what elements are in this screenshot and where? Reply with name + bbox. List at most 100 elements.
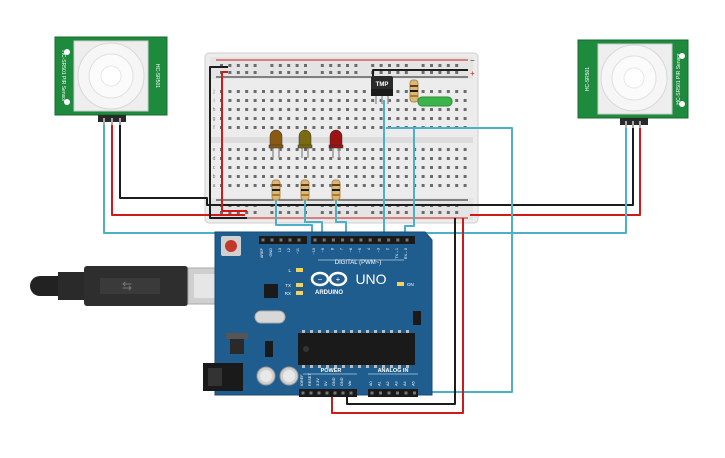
breadboard-hole — [446, 90, 450, 93]
header-pin[interactable] — [331, 238, 335, 242]
header-pin[interactable] — [387, 238, 391, 242]
header-pin[interactable] — [350, 238, 354, 242]
pir-right-header: HC-SR501 — [585, 67, 591, 91]
breadboard-hole — [295, 148, 299, 151]
breadboard-hole — [446, 184, 450, 187]
breadboard-hole — [396, 157, 400, 160]
breadboard-hole — [262, 184, 265, 187]
breadboard-hole — [463, 108, 467, 111]
breadboard-hole — [388, 148, 391, 151]
header-pin[interactable] — [322, 238, 326, 242]
pin-label: RESET — [308, 373, 312, 386]
breadboard-hole — [438, 175, 442, 178]
breadboard-hole — [253, 126, 257, 129]
breadboard-hole — [346, 117, 349, 120]
rail-hole — [320, 71, 324, 74]
breadboard-hole — [329, 117, 333, 120]
header-pin[interactable] — [333, 391, 337, 395]
breadboard-hole — [455, 108, 459, 111]
header-pin[interactable] — [387, 391, 391, 395]
breadboard-hole — [404, 148, 408, 151]
rail-hole — [346, 64, 349, 67]
rail-hole — [455, 211, 459, 214]
breadboard-hole — [362, 99, 366, 102]
breadboard-hole — [245, 148, 249, 151]
breadboard-hole — [421, 108, 425, 111]
breadboard-hole — [430, 175, 433, 178]
breadboard-hole — [463, 166, 467, 169]
header-pin[interactable] — [349, 391, 353, 395]
breadboard-hole — [463, 117, 467, 120]
pin-label: Vin — [348, 381, 352, 386]
rail-hole — [295, 64, 299, 67]
breadboard-hole — [304, 126, 307, 129]
header-pin[interactable] — [341, 238, 345, 242]
header-pin[interactable] — [359, 238, 363, 242]
header-pin[interactable] — [279, 238, 283, 242]
breadboard-hole — [287, 117, 291, 120]
pin-label: GND — [340, 377, 344, 386]
header-pin[interactable] — [377, 238, 381, 242]
breadboard-hole — [346, 175, 349, 178]
header-pin[interactable] — [309, 391, 313, 395]
breadboard-hole — [421, 117, 425, 120]
breadboard-hole — [304, 117, 307, 120]
rail-hole — [295, 211, 299, 214]
breadboard-hole — [455, 117, 459, 120]
header-pin[interactable] — [313, 238, 317, 242]
breadboard-hole — [379, 184, 383, 187]
pin-label: 13 — [278, 248, 282, 252]
breadboard-hole — [320, 148, 324, 151]
breadboard-hole — [312, 117, 316, 120]
header-pin[interactable] — [396, 238, 400, 242]
rail-hole — [270, 64, 274, 67]
header-pin[interactable] — [379, 391, 382, 395]
rail-hole — [388, 211, 391, 214]
reset-button[interactable] — [225, 240, 237, 252]
rail-hole — [438, 64, 442, 67]
header-pin[interactable] — [270, 238, 274, 242]
breadboard-hole — [388, 166, 391, 169]
header-pin[interactable] — [301, 391, 305, 395]
rail-hole — [371, 211, 375, 214]
breadboard-hole — [346, 184, 349, 187]
breadboard-hole — [236, 90, 240, 93]
arduino-model: UNO — [355, 271, 386, 287]
breadboard-hole — [329, 90, 333, 93]
breadboard-hole — [228, 99, 232, 102]
pin-label: ~9 — [321, 248, 325, 252]
breadboard-hole — [404, 90, 408, 93]
header-pin[interactable] — [297, 238, 301, 242]
rail-hole — [329, 211, 333, 214]
pin-label: A3 — [395, 381, 399, 386]
wire-led1 — [275, 197, 313, 237]
header-pin[interactable] — [261, 238, 265, 242]
breadboard-hole — [287, 108, 291, 111]
rail-hole — [320, 64, 324, 67]
header-pin[interactable] — [317, 391, 321, 395]
header-pin[interactable] — [325, 391, 329, 395]
chip-pin — [350, 365, 353, 368]
header-pin[interactable] — [368, 238, 372, 242]
pir-right-body: HC-SR501 PIR Sensor — [676, 53, 682, 104]
breadboard-hole — [337, 99, 341, 102]
chip-pin — [350, 330, 353, 333]
breadboard-hole — [430, 148, 433, 151]
row-letter: f — [213, 125, 215, 131]
chip-pin — [366, 330, 369, 333]
header-pin[interactable] — [413, 391, 416, 395]
header-pin[interactable] — [396, 391, 399, 395]
header-pin[interactable] — [405, 238, 409, 242]
chip-pin — [398, 365, 401, 368]
header-pin[interactable] — [341, 391, 345, 395]
breadboard-hole — [362, 166, 366, 169]
header-pin[interactable] — [288, 238, 292, 242]
wire-ground-rail-left — [209, 66, 247, 219]
power-label: POWER — [321, 368, 342, 374]
breadboard-hole — [270, 157, 274, 160]
header-pin[interactable] — [370, 391, 374, 395]
breadboard-hole — [354, 90, 358, 93]
header-pin[interactable] — [404, 391, 408, 395]
breadboard-hole — [379, 126, 383, 129]
